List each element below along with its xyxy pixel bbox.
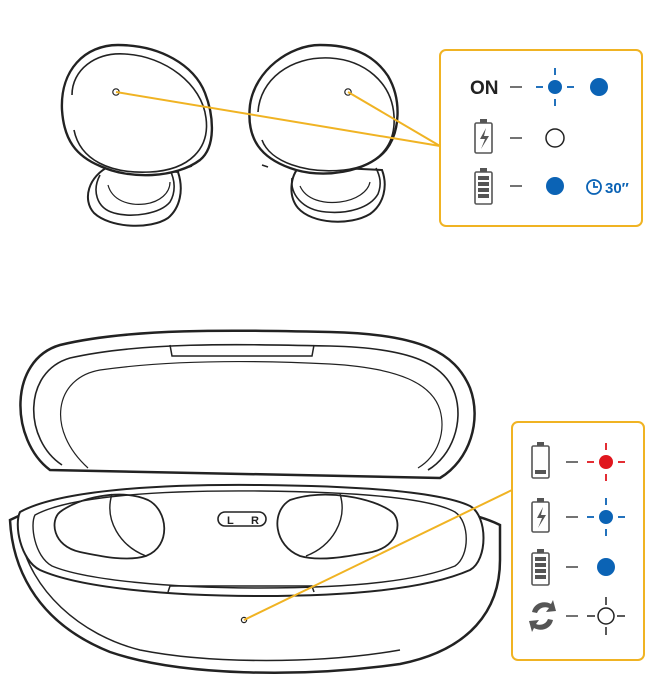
led-off-icon <box>546 129 564 147</box>
case-lid <box>20 331 474 478</box>
left-earbud <box>62 45 212 226</box>
case-tray <box>18 485 484 596</box>
solid-blue-led-icon <box>546 177 564 195</box>
solid-blue-led-icon <box>597 558 615 576</box>
case-legend <box>512 422 644 660</box>
duration-label: 30″ <box>605 180 629 197</box>
charging-case <box>10 331 500 673</box>
solid-blue-led-icon <box>590 78 608 96</box>
earbud-legend: ON <box>440 50 642 226</box>
right-earbud <box>249 45 397 222</box>
power-on-label: ON <box>470 78 499 99</box>
earbud-legend-frame <box>440 50 642 226</box>
slot-label-right: R <box>251 515 259 527</box>
slot-label-left: L <box>227 515 234 527</box>
